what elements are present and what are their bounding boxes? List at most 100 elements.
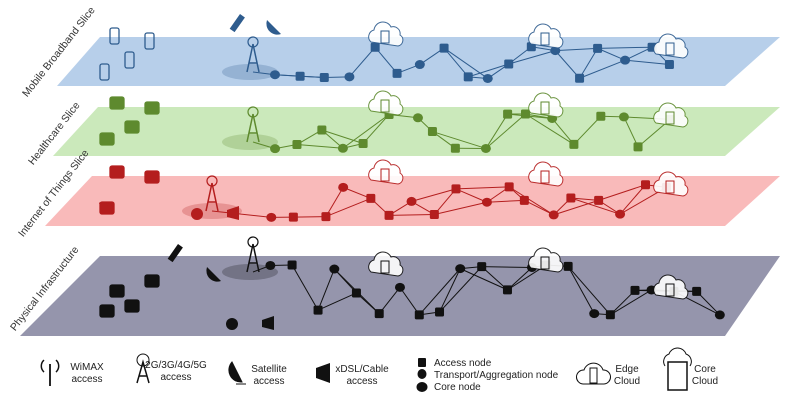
core-node: [620, 55, 631, 65]
access-node: [477, 262, 487, 272]
xdsl-legend-icon: [316, 363, 330, 383]
device-icon: [109, 165, 125, 179]
access-node: [575, 73, 585, 83]
access-node: [439, 43, 449, 53]
satellite-dish-icon: [266, 20, 281, 35]
cellular-signal-icon: [136, 353, 150, 367]
access-node-legend-icon: [418, 358, 426, 367]
core-node: [618, 112, 629, 122]
cell-tower-icon: [246, 243, 260, 273]
edge-cloud-icon: [528, 23, 564, 49]
link: [432, 131, 487, 149]
access-node: [429, 210, 439, 220]
core-node: [482, 73, 493, 83]
link: [211, 210, 272, 218]
access-node: [502, 285, 512, 295]
device-icon: [144, 101, 160, 115]
wimax-waves-icon: [40, 359, 60, 373]
core-node: [481, 197, 492, 207]
core-node: [714, 310, 725, 320]
link: [625, 59, 670, 66]
link: [610, 289, 652, 316]
server-icon: [380, 30, 390, 44]
link: [343, 186, 372, 199]
access-node: [450, 143, 460, 153]
coverage-area: [222, 134, 278, 150]
access-node: [292, 140, 302, 150]
link: [434, 201, 488, 216]
link: [439, 266, 483, 313]
server-icon: [665, 42, 675, 56]
access-node: [321, 212, 331, 222]
core-node: [338, 182, 349, 192]
link: [598, 184, 646, 201]
access-node: [370, 42, 380, 52]
core-server-icon: [667, 361, 688, 391]
core-node-legend-icon: [416, 382, 428, 392]
xdsl-icon: [227, 206, 239, 220]
link: [597, 47, 626, 61]
link: [485, 113, 509, 149]
core-node: [414, 60, 425, 70]
access-node: [288, 212, 298, 222]
access-node: [317, 125, 327, 135]
link: [555, 47, 598, 52]
device-icon: [144, 170, 160, 184]
access-node: [358, 138, 368, 148]
cell-tower-icon: [246, 43, 260, 73]
satellite-icon: [229, 14, 245, 33]
access-node: [319, 73, 329, 83]
slice-layer-2: [45, 159, 780, 226]
link: [570, 197, 621, 215]
link: [579, 59, 626, 79]
cellular-tower-icon: [136, 359, 150, 384]
link: [317, 292, 357, 311]
server-icon: [665, 111, 675, 125]
access-node: [313, 305, 323, 315]
satellite-icon: [167, 244, 183, 263]
link: [485, 113, 526, 149]
core-node: [270, 70, 281, 80]
core-node: [344, 72, 355, 82]
link: [342, 114, 390, 149]
link: [486, 199, 525, 203]
core-node: [480, 143, 491, 153]
xdsl-icon: [262, 316, 274, 330]
edge-cloud-icon: [528, 161, 564, 187]
access-node: [504, 182, 514, 192]
edge-cloud-icon: [528, 92, 564, 118]
access-node: [463, 72, 473, 82]
access-node: [287, 260, 297, 270]
device-icon: [124, 120, 140, 134]
access-node: [366, 193, 376, 203]
edge-server-icon: [589, 367, 598, 384]
access-node: [451, 184, 461, 194]
edge-cloud-icon: [653, 274, 689, 300]
link: [579, 48, 599, 79]
access-node: [630, 285, 640, 295]
access-node: [664, 60, 674, 70]
server-icon: [380, 260, 390, 274]
device-icon: [124, 51, 135, 69]
access-node: [519, 195, 529, 205]
server-icon: [665, 283, 675, 297]
core-node: [394, 282, 405, 292]
device-icon: [144, 274, 160, 288]
core-node: [589, 309, 600, 319]
server-icon: [540, 32, 550, 46]
cable-reel-icon: [191, 208, 203, 220]
link: [623, 116, 639, 148]
link: [619, 184, 646, 215]
slice-layer-3: [20, 236, 780, 336]
legend-wimax: WiMAX access: [70, 362, 104, 385]
link: [293, 216, 326, 218]
server-icon: [540, 256, 550, 270]
link: [411, 188, 457, 202]
access-node: [374, 309, 384, 319]
access-node: [692, 286, 702, 296]
link: [349, 46, 376, 78]
